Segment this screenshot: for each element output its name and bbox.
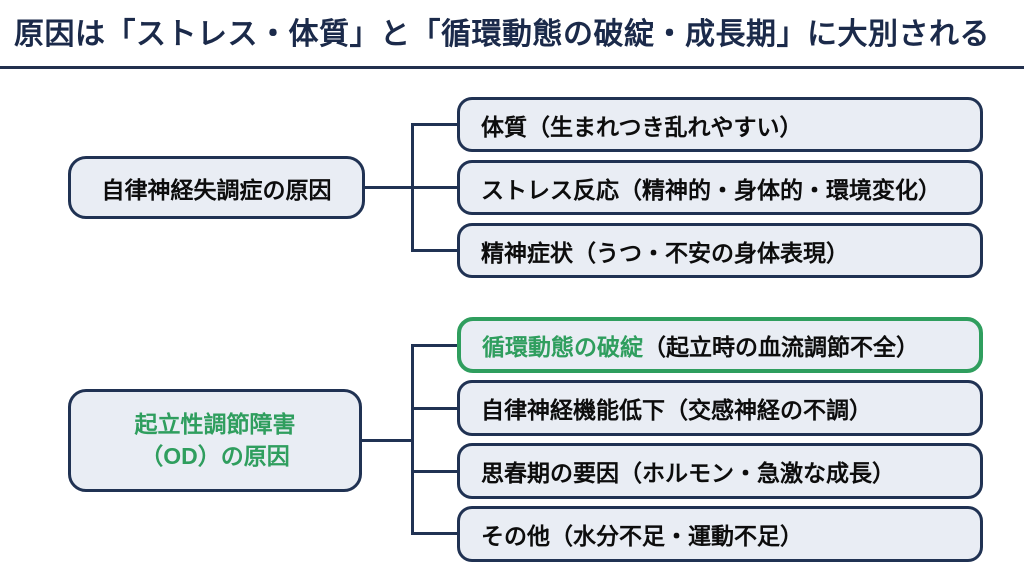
connector-line bbox=[411, 344, 414, 535]
connector-line bbox=[412, 407, 459, 410]
connector-line bbox=[412, 470, 459, 473]
connector-line bbox=[412, 186, 459, 189]
node-label: 体質（生まれつき乱れやすい） bbox=[481, 113, 803, 140]
connector-line bbox=[412, 249, 459, 252]
node-od-causes: 起立性調節障害 （OD）の原因 bbox=[68, 389, 362, 492]
connector-line bbox=[412, 344, 459, 347]
title-divider bbox=[0, 66, 1024, 69]
node-label: 自律神経機能低下（交感神経の不調） bbox=[481, 397, 872, 423]
node-label-line2: （OD）の原因 bbox=[140, 442, 290, 469]
node-constitution: 体質（生まれつき乱れやすい） bbox=[457, 97, 983, 152]
node-label-highlight: 循環動態の破綻 bbox=[482, 334, 643, 360]
node-label-line1: 起立性調節障害 bbox=[134, 411, 296, 438]
node-label: 精神症状（うつ・不安の身体表現） bbox=[481, 239, 849, 266]
node-autonomic-decline: 自律神経機能低下（交感神経の不調） bbox=[457, 380, 983, 436]
node-label: 自律神経失調症の原因 bbox=[101, 176, 332, 203]
connector-line bbox=[412, 532, 459, 535]
node-label: ストレス反応（精神的・身体的・環境変化） bbox=[481, 176, 941, 203]
node-psychiatric-symptoms: 精神症状（うつ・不安の身体表現） bbox=[457, 223, 983, 278]
node-autonomic-dysfunction-causes: 自律神経失調症の原因 bbox=[68, 156, 365, 219]
page-title: 原因は「ストレス・体質」と「循環動態の破綻・成長期」に大別される bbox=[14, 18, 990, 51]
node-label: その他（水分不足・運動不足） bbox=[481, 523, 803, 549]
connector-line bbox=[363, 186, 414, 189]
node-stress-response: ストレス反応（精神的・身体的・環境変化） bbox=[457, 160, 983, 215]
node-label-rest: （起立時の血流調節不全） bbox=[643, 334, 919, 360]
node-other-factors: その他（水分不足・運動不足） bbox=[457, 506, 983, 562]
node-label: 思春期の要因（ホルモン・急激な成長） bbox=[481, 460, 895, 486]
connector-line bbox=[360, 439, 414, 442]
node-puberty-factors: 思春期の要因（ホルモン・急激な成長） bbox=[457, 443, 983, 499]
node-circulatory-failure: 循環動態の破綻（起立時の血流調節不全） bbox=[457, 317, 983, 373]
connector-line bbox=[412, 123, 459, 126]
